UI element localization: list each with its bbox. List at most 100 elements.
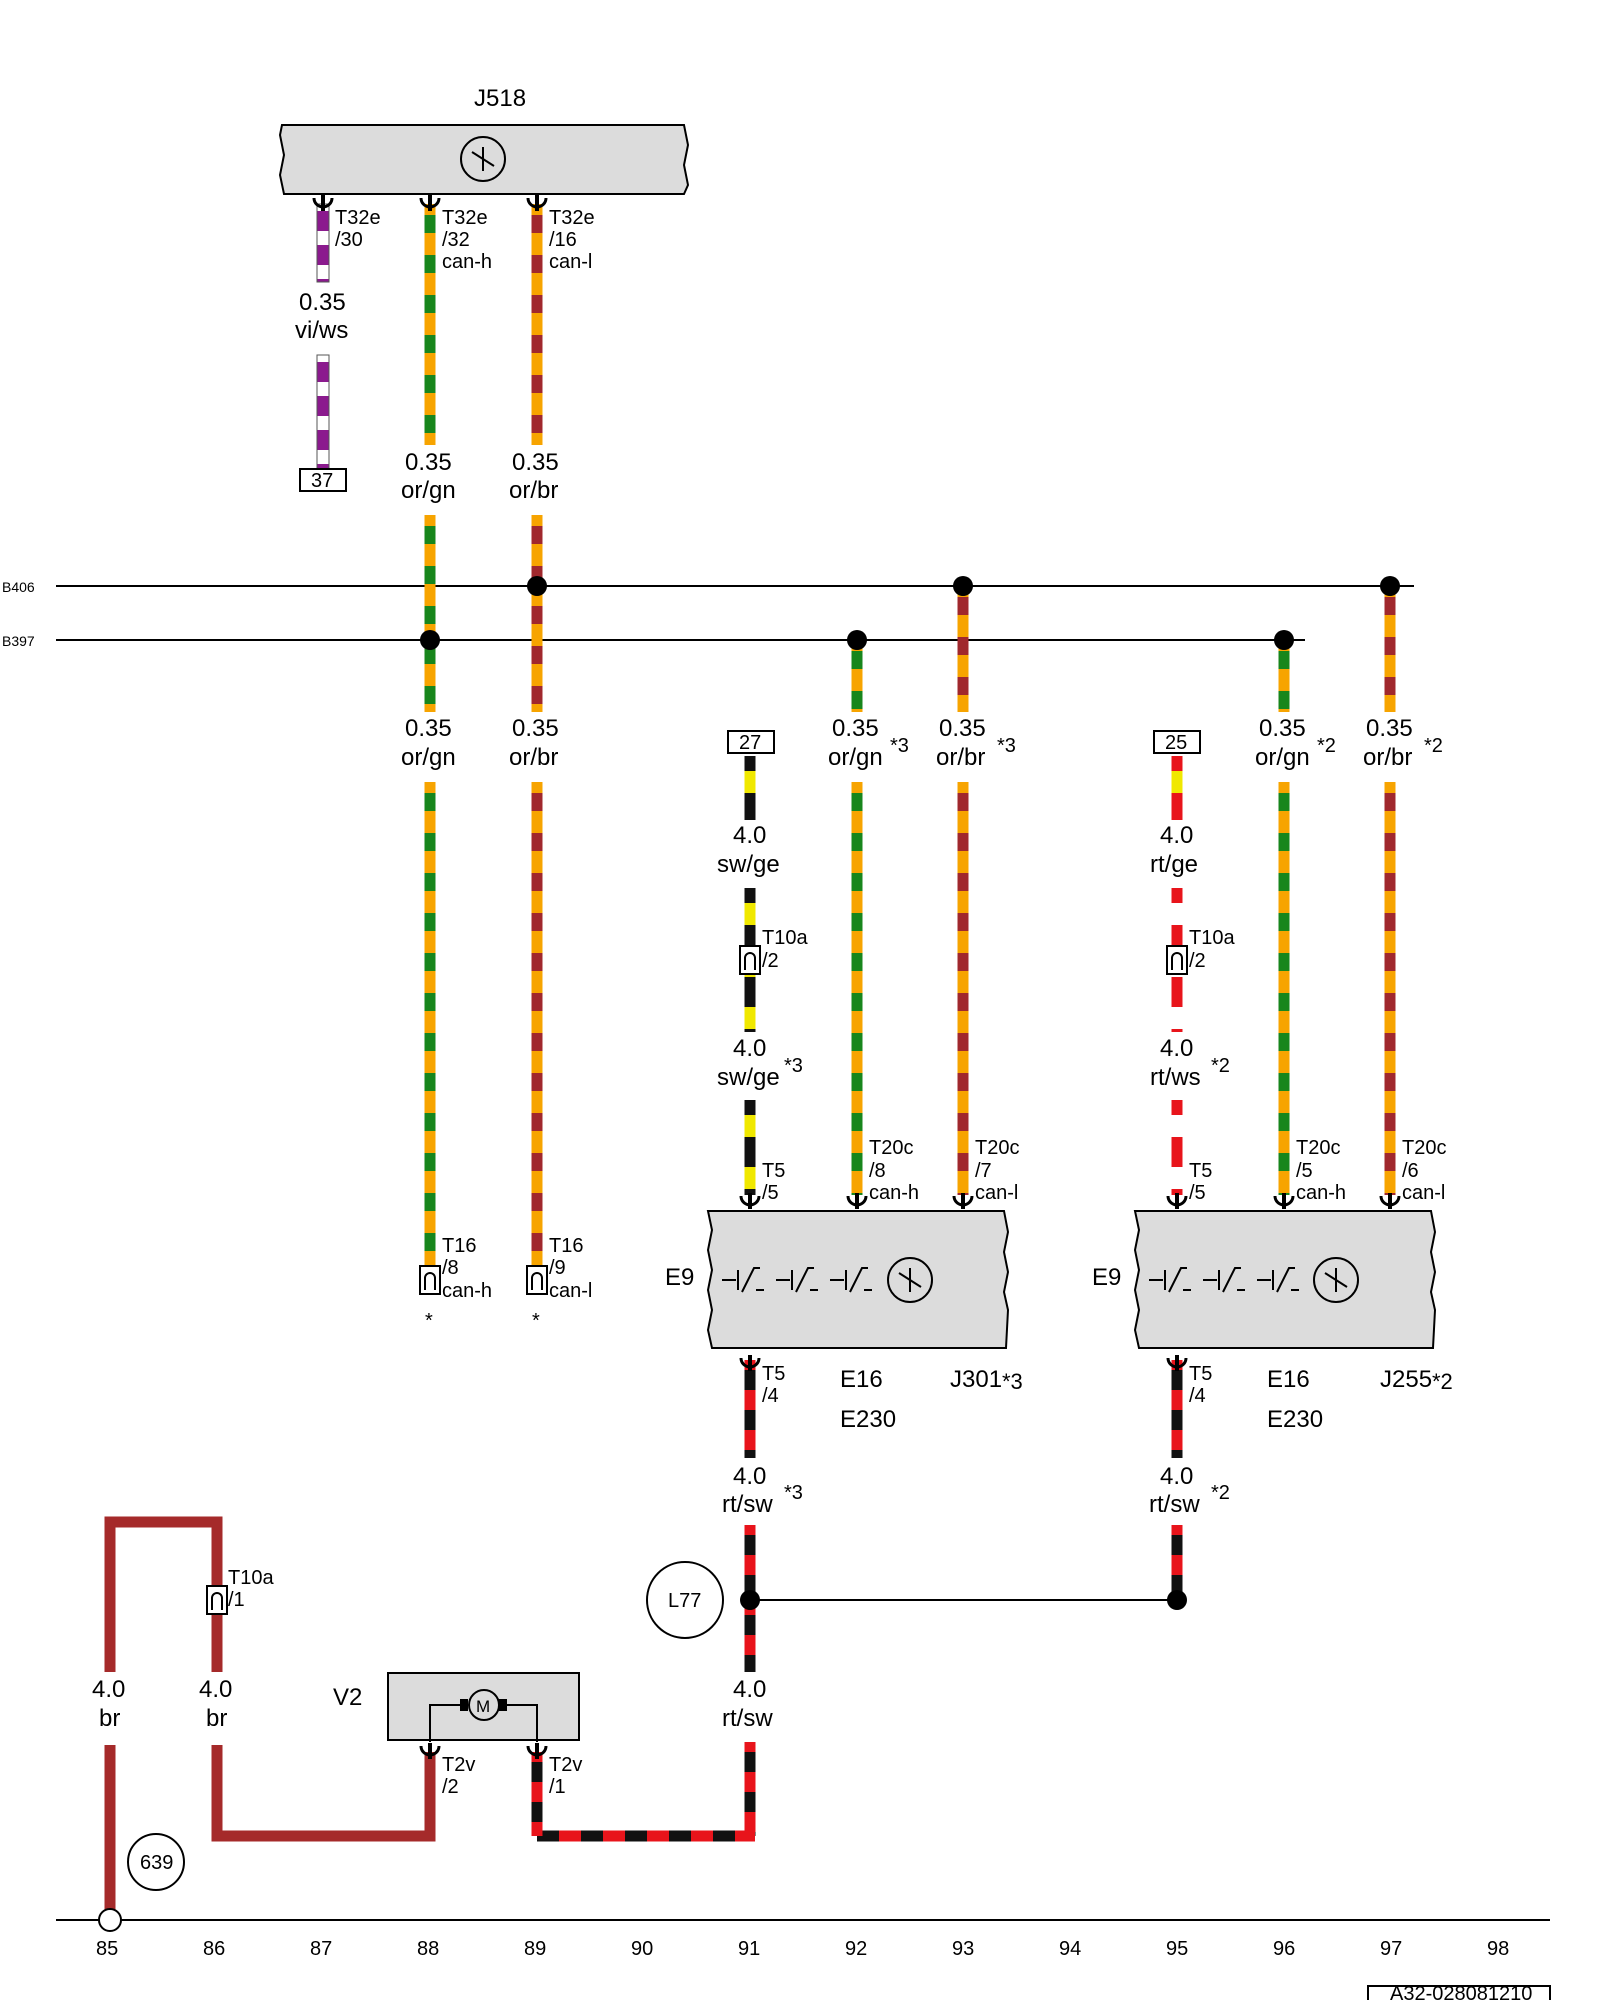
pin-t16-9 bbox=[526, 1265, 548, 1295]
t16-8-note: * bbox=[425, 1310, 433, 1332]
track-number-89: 89 bbox=[524, 1938, 546, 1960]
pin-t5-4-right bbox=[1166, 1355, 1188, 1371]
pin-t5-4-left bbox=[739, 1355, 761, 1371]
ref-27-label: 27 bbox=[739, 732, 761, 754]
w-orbr-top-size: 0.35 bbox=[512, 449, 559, 476]
track-number-93: 93 bbox=[952, 1938, 974, 1960]
motor-icon: M bbox=[429, 1689, 538, 1742]
t10a-r-b: /2 bbox=[1189, 950, 1206, 972]
w-br85-color: br bbox=[99, 1705, 120, 1732]
w-orgn-92-note: *3 bbox=[890, 735, 909, 757]
w-orgn-top-size: 0.35 bbox=[405, 449, 452, 476]
ref-37-box bbox=[299, 468, 347, 492]
w-orgn-96-size: 0.35 bbox=[1259, 715, 1306, 742]
w-rtsw-b-size: 4.0 bbox=[733, 1676, 766, 1703]
junction-b406-97 bbox=[1380, 576, 1400, 596]
track-number-85: 85 bbox=[96, 1938, 118, 1960]
t2v-1-b: /1 bbox=[549, 1776, 566, 1798]
inline-t10a-r bbox=[1166, 945, 1188, 975]
w-orbr-97-color: or/br bbox=[1363, 744, 1412, 771]
t16-9-a: T16 bbox=[549, 1235, 583, 1257]
junction-b406-93 bbox=[953, 576, 973, 596]
t10a-1-a: T10a bbox=[228, 1567, 274, 1589]
w-rtsw-r-color: rt/sw bbox=[1149, 1491, 1200, 1518]
t20c-5-a: T20c bbox=[1296, 1137, 1340, 1159]
t10a-1-b: /1 bbox=[228, 1589, 245, 1611]
track-number-88: 88 bbox=[417, 1938, 439, 1960]
e9-j255-box bbox=[1133, 1210, 1437, 1349]
w-rtws-color: rt/ws bbox=[1150, 1064, 1201, 1091]
junction-b397-92 bbox=[847, 630, 867, 650]
e230-left-label: E230 bbox=[840, 1406, 896, 1433]
bus-b406-label: B406 bbox=[2, 579, 35, 595]
t20c-7-c: can-l bbox=[975, 1182, 1018, 1204]
w-orgn-96-note: *2 bbox=[1317, 735, 1336, 757]
e230-right-label: E230 bbox=[1267, 1406, 1323, 1433]
t20c-5-c: can-h bbox=[1296, 1182, 1346, 1204]
w-orgn-top-color: or/gn bbox=[401, 477, 456, 504]
svg-text:M: M bbox=[476, 1697, 490, 1716]
j301-transistor-icon bbox=[887, 1257, 933, 1303]
t32e-16-a: T32e bbox=[549, 207, 595, 229]
wire-labels: 0.35 vi/ws 0.35 or/gn 0.35 or/br 0.35 or… bbox=[92, 289, 1443, 1732]
w-orgn-92-size: 0.35 bbox=[832, 715, 879, 742]
w-rtsw-l-note: *3 bbox=[784, 1482, 803, 1504]
ref-37-label: 37 bbox=[311, 470, 333, 492]
t20c-8-b: /8 bbox=[869, 1160, 886, 1182]
track-number-96: 96 bbox=[1273, 1938, 1295, 1960]
w-orbr-93-size: 0.35 bbox=[939, 715, 986, 742]
j255-label: J255 bbox=[1380, 1366, 1432, 1393]
junction-b397-88 bbox=[420, 630, 440, 650]
t5-5-l-a: T5 bbox=[762, 1160, 785, 1182]
t16-9-c: can-l bbox=[549, 1280, 592, 1302]
w-br86-color: br bbox=[206, 1705, 227, 1732]
w-rtge-color: rt/ge bbox=[1150, 851, 1198, 878]
w-orbr-97-note: *2 bbox=[1424, 735, 1443, 757]
t32e-16-b: /16 bbox=[549, 229, 577, 251]
j518-label: J518 bbox=[474, 85, 526, 112]
w-rtws-note: *2 bbox=[1211, 1055, 1230, 1077]
t32e-16-c: can-l bbox=[549, 251, 592, 273]
ground-point bbox=[98, 1908, 122, 1932]
t5-5-l-b: /5 bbox=[762, 1182, 779, 1204]
t32e-30-b: /30 bbox=[335, 229, 363, 251]
t16-8-b: /8 bbox=[442, 1257, 459, 1279]
t20c-8-a: T20c bbox=[869, 1137, 913, 1159]
e9-left-label: E9 bbox=[665, 1264, 694, 1291]
pin-t16-8 bbox=[419, 1265, 441, 1295]
t20c-6-c: can-l bbox=[1402, 1182, 1445, 1204]
g639-circle bbox=[127, 1833, 185, 1891]
t5-4-r-a: T5 bbox=[1189, 1363, 1212, 1385]
t32e-32-c: can-h bbox=[442, 251, 492, 273]
t32e-32-b: /32 bbox=[442, 229, 470, 251]
t5-4-l-b: /4 bbox=[762, 1385, 779, 1407]
j255-note: *2 bbox=[1432, 1369, 1453, 1394]
t32e-32-a: T32e bbox=[442, 207, 488, 229]
footer-code: A32-028081210 bbox=[1390, 1983, 1532, 2000]
w-orbr-93-note: *3 bbox=[997, 735, 1016, 757]
junction-b406-89 bbox=[527, 576, 547, 596]
w-orbr-93-color: or/br bbox=[936, 744, 985, 771]
l77-label: L77 bbox=[668, 1590, 701, 1612]
w-rtsw-r-note: *2 bbox=[1211, 1482, 1230, 1504]
t16-9-b: /9 bbox=[549, 1257, 566, 1279]
w-rtsw-l-size: 4.0 bbox=[733, 1463, 766, 1490]
t5-5-r-a: T5 bbox=[1189, 1160, 1212, 1182]
e16-right-label: E16 bbox=[1267, 1366, 1310, 1393]
track-number-92: 92 bbox=[845, 1938, 867, 1960]
t10a-2-a: T10a bbox=[762, 927, 808, 949]
switch-icons-right bbox=[1149, 1267, 1299, 1293]
w-orbr-97-size: 0.35 bbox=[1366, 715, 1413, 742]
pin-t20c-5 bbox=[1273, 1193, 1295, 1209]
bus-b397-label: B397 bbox=[2, 633, 35, 649]
j518-transistor-icon bbox=[460, 136, 506, 182]
w-br85-size: 4.0 bbox=[92, 1676, 125, 1703]
t10a-r-a: T10a bbox=[1189, 927, 1235, 949]
w-br86-size: 4.0 bbox=[199, 1676, 232, 1703]
pin-t20c-7 bbox=[952, 1193, 974, 1209]
w-rtsw-l-color: rt/sw bbox=[722, 1491, 773, 1518]
t10a-2-b: /2 bbox=[762, 950, 779, 972]
track-number-87: 87 bbox=[310, 1938, 332, 1960]
